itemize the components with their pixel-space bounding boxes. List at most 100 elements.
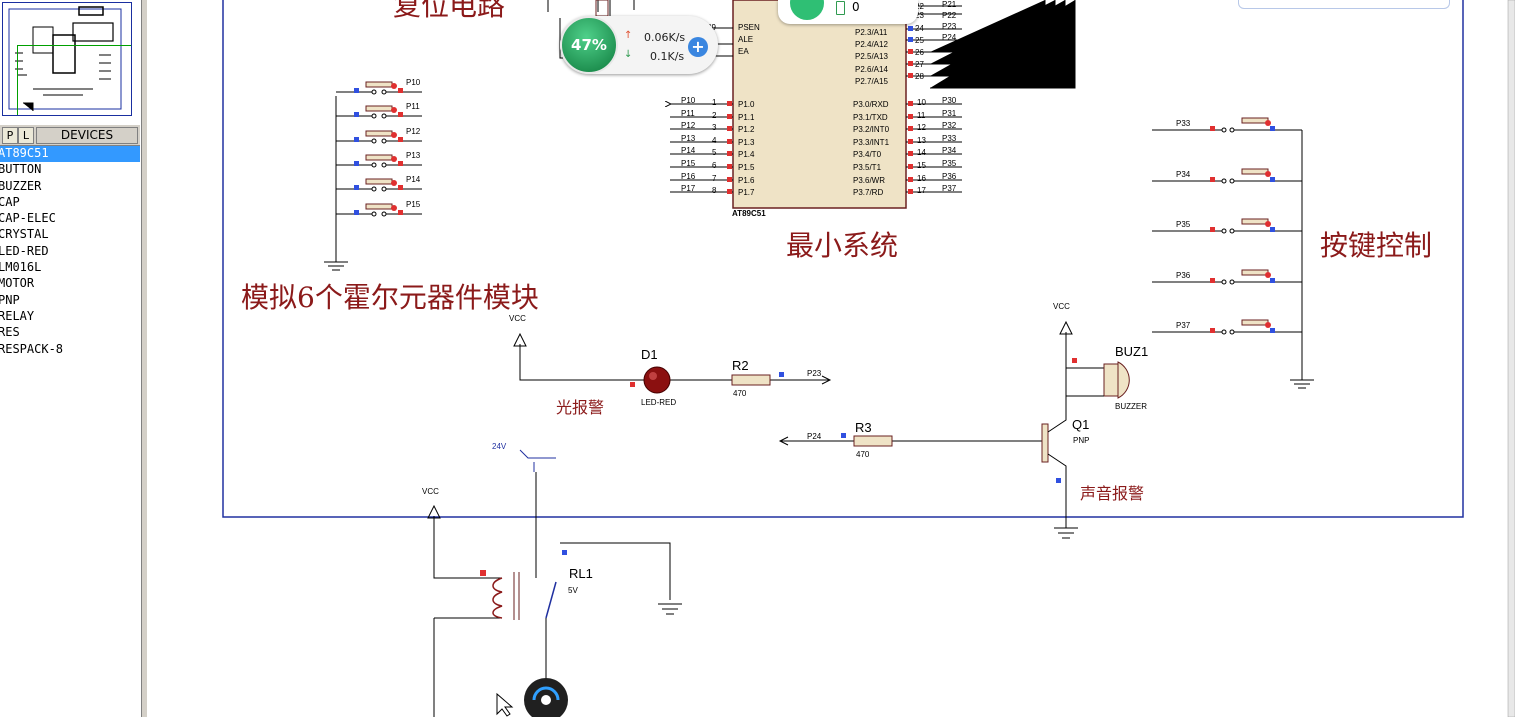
mcu-net-label: P22 xyxy=(942,11,957,20)
device-item[interactable]: PNP xyxy=(0,292,20,307)
device-item[interactable]: LM016L xyxy=(0,260,42,275)
mcu-pin-number: 13 xyxy=(917,135,926,145)
switch-net-label: P14 xyxy=(406,175,421,185)
mcu-pin-number: 2 xyxy=(712,110,717,120)
mcu-pin-label: P3.1/TXD xyxy=(853,112,888,122)
switch-net-label: P12 xyxy=(406,126,421,136)
mcu-pin-label: P3.7/RD xyxy=(853,188,884,198)
mcu-pin-label: P1.0 xyxy=(738,100,755,109)
mcu-pin-label: P3.4/T0 xyxy=(853,150,882,160)
pick-devices-button[interactable]: P xyxy=(2,127,18,144)
network-percent-circle[interactable]: 47% xyxy=(560,16,618,74)
mcu-pin-number: 5 xyxy=(712,148,717,158)
overview-thumbnail xyxy=(8,6,122,111)
mcu-pin-label: P1.4 xyxy=(738,150,755,160)
label-min-system: 最小系统 xyxy=(786,229,899,262)
mcu-pin-label: P3.2/INT0 xyxy=(853,125,890,135)
devices-header: P L DEVICES xyxy=(0,124,140,146)
mcu-net-label: P32 xyxy=(942,121,957,131)
mcu-pin-number: 12 xyxy=(917,123,926,133)
hall-switch-group xyxy=(324,96,348,271)
mcu-net-label: P13 xyxy=(681,133,696,143)
mcu-pin-label: P3.6/WR xyxy=(853,175,886,185)
device-item[interactable]: BUZZER xyxy=(0,178,42,193)
top-right-widget[interactable] xyxy=(1238,0,1450,9)
switch-net-label: P11 xyxy=(406,102,420,112)
mcu-pin-label: P2.5/A13 xyxy=(855,52,888,62)
device-item[interactable]: CRYSTAL xyxy=(0,227,49,242)
schematic-canvas[interactable]: 复位电路 最小系统 按键控制 模拟6个霍尔元器件模块 光报警 声音报警 AT89… xyxy=(147,0,1515,717)
mcu-net-label: P33 xyxy=(942,133,957,143)
device-item[interactable]: AT89C51 xyxy=(0,146,140,163)
mcu-pin-label: P2.7/A15 xyxy=(855,76,888,86)
mcu-pin-number: 23 xyxy=(915,11,924,20)
mcu-pin-number: 25 xyxy=(915,36,924,45)
mcu-pin-label: P1.3 xyxy=(738,137,755,147)
mcu-pin-label: P2.6/A14 xyxy=(855,64,888,74)
sheet-border xyxy=(222,0,1464,518)
mcu-net-label: P37 xyxy=(942,184,957,194)
mcu-pin-label: ALE xyxy=(738,35,754,44)
mcu-pin-label: P1.1 xyxy=(738,112,755,122)
mcu-net-label: P30 xyxy=(942,96,957,105)
top-widget-icon[interactable] xyxy=(790,0,824,20)
mcu-pin-label: EA xyxy=(738,47,749,56)
r3-value: 470 xyxy=(856,450,870,459)
mcu-net-label: P21 xyxy=(942,0,957,9)
switch-net-label: P35 xyxy=(1176,220,1191,229)
label-sound-alarm: 声音报警 xyxy=(1080,484,1145,503)
network-plus-button[interactable]: + xyxy=(688,37,708,57)
device-item[interactable]: CAP xyxy=(0,194,20,209)
r3-ref: R3 xyxy=(855,420,872,435)
device-item[interactable]: CAP-ELEC xyxy=(0,211,56,226)
r2-ref: R2 xyxy=(732,358,749,373)
mcu-net-label: P14 xyxy=(681,146,696,156)
mcu-pin-number: 8 xyxy=(712,186,717,196)
mcu-pin-label: P1.2 xyxy=(738,125,755,135)
resistor-r2 xyxy=(731,374,771,386)
mcu-body xyxy=(732,0,907,209)
vcc-label-relay: VCC xyxy=(422,487,439,496)
device-item[interactable]: MOTOR xyxy=(0,276,35,291)
overview-window[interactable] xyxy=(2,2,132,116)
mcu-name: AT89C51 xyxy=(732,209,766,218)
mcu-pin-label: P1.6 xyxy=(738,175,755,185)
device-item[interactable]: RELAY xyxy=(0,308,35,323)
upload-arrow-icon: ↑ xyxy=(624,30,633,41)
vcc-label-led: VCC xyxy=(509,314,526,323)
device-item[interactable]: RES xyxy=(0,325,20,340)
overview-viewport-frame[interactable] xyxy=(17,45,131,115)
led-d1 xyxy=(643,366,671,394)
mouse-cursor xyxy=(496,692,514,717)
device-item[interactable]: RESPACK-8 xyxy=(0,341,64,356)
mcu-pin-label: P1.7 xyxy=(738,188,755,198)
r3-net: P24 xyxy=(807,432,822,441)
label-reset-circuit: 复位电路 xyxy=(393,0,506,22)
switch-net-label: P15 xyxy=(406,199,421,209)
library-button[interactable]: L xyxy=(18,127,34,144)
mcu-pin-number: 11 xyxy=(917,110,926,120)
device-item[interactable]: LED-RED xyxy=(0,243,49,258)
mcu-pin-number: 26 xyxy=(915,48,924,57)
mcu-net-label: P12 xyxy=(681,121,696,131)
switch-net-label: P10 xyxy=(406,78,421,87)
mcu-net-label: P17 xyxy=(681,184,696,194)
switch-net-label: P37 xyxy=(1176,321,1191,330)
led-type: LED-RED xyxy=(641,398,677,407)
mcu-pin-number: 7 xyxy=(712,173,717,183)
q1-ref: Q1 xyxy=(1072,417,1090,432)
resistor-r3 xyxy=(853,435,893,447)
transistor-q1 xyxy=(1041,423,1049,463)
device-item[interactable]: BUTTON xyxy=(0,162,42,177)
mcu-net-label: P11 xyxy=(681,108,695,118)
mcu-pin-label: P2.3/A11 xyxy=(855,28,888,37)
mcu-pin-number: 4 xyxy=(712,135,717,145)
mcu-net-label: P15 xyxy=(681,159,696,168)
label-hall-module: 模拟6个霍尔元器件模块 xyxy=(241,281,539,314)
mcu-pin-number: 15 xyxy=(917,161,926,170)
mcu-pin-label: P3.3/INT1 xyxy=(853,137,890,147)
mcu-pin-number: 3 xyxy=(712,123,717,133)
r2-net: P23 xyxy=(807,369,822,378)
mcu-net-label: P36 xyxy=(942,171,957,181)
